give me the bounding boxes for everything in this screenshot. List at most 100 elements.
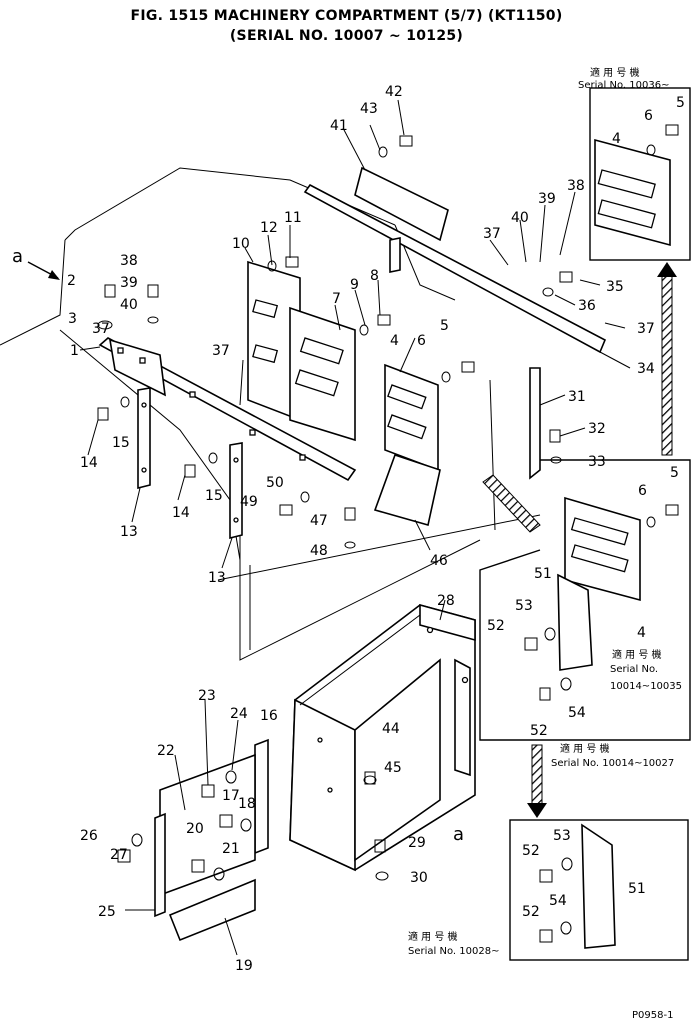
callout-48: 48	[310, 543, 328, 559]
callout-14a: 14	[80, 455, 98, 471]
callout-30: 30	[410, 870, 428, 886]
bracket-part-31	[529, 367, 541, 480]
callout-7: 7	[332, 291, 341, 307]
callout-6: 6	[417, 333, 426, 349]
callout-49: 49	[240, 494, 258, 510]
serial-note-arrow: Serial No. 10014~10027	[551, 758, 674, 769]
top-plate-part-41	[354, 166, 449, 242]
serial-captions: 適 用 号 機 Serial No. 10036~ 適 用 号 機 Serial…	[408, 66, 682, 1020]
strip-part-13b	[229, 442, 243, 540]
view-arrow-a	[27, 261, 60, 280]
strip-part-13a	[137, 387, 151, 490]
callout-14b: 14	[172, 505, 190, 521]
callout-34: 34	[637, 361, 655, 377]
callout-54a: 54	[568, 705, 586, 721]
side-panel-part-7	[289, 306, 356, 442]
callout-4-inset-mid: 4	[637, 625, 646, 641]
callout-26: 26	[80, 828, 98, 844]
callout-41: 41	[330, 118, 348, 134]
callout-46: 46	[430, 553, 448, 569]
bracket-rail-part	[98, 337, 357, 482]
callout-39a: 39	[120, 275, 138, 291]
callout-53b: 53	[553, 828, 571, 844]
inset-box-serial-10036	[589, 87, 691, 261]
callout-15a: 15	[112, 435, 130, 451]
callout-37d: 37	[637, 321, 655, 337]
hatched-arrow-diag	[482, 474, 541, 533]
callout-4: 4	[390, 333, 399, 349]
view-marker-a-bottom: a	[453, 824, 464, 845]
callout-40a: 40	[120, 297, 138, 313]
inset-box-serial-10014-10035	[479, 459, 691, 741]
callout-25: 25	[98, 904, 116, 920]
serial-note-bottom: Serial No. 10028~	[408, 946, 499, 957]
leader-lines	[79, 99, 631, 956]
callout-8: 8	[370, 268, 379, 284]
panel-part-46	[373, 453, 441, 527]
callout-1: 1	[70, 343, 79, 359]
callout-11: 11	[284, 210, 302, 226]
serial-note-jp-top: 適 用 号 機	[590, 66, 640, 79]
fastener-group	[97, 124, 679, 943]
callout-4-inset-top: 4	[612, 131, 621, 147]
serial-note-top: Serial No. 10036~	[578, 80, 669, 91]
callout-31: 31	[568, 389, 586, 405]
callout-12: 12	[260, 220, 278, 236]
callout-29: 29	[408, 835, 426, 851]
callout-38a: 38	[120, 253, 138, 269]
page-reference: P0958-1	[632, 1010, 673, 1020]
callout-21: 21	[222, 841, 240, 857]
hatched-arrow-up	[657, 262, 677, 456]
panel-part-16	[254, 738, 269, 855]
callout-5-inset-mid: 5	[670, 465, 679, 481]
callout-40b: 40	[511, 210, 529, 226]
callout-50: 50	[266, 475, 284, 491]
serial-note-jp-arrow: 適 用 号 機	[560, 742, 610, 755]
figure-title: FIG. 1515 MACHINERY COMPARTMENT (5/7) (K…	[130, 8, 563, 24]
callout-52b: 52	[530, 723, 548, 739]
serial-note-mid-range: 10014~10035	[610, 681, 682, 692]
callout-18: 18	[238, 796, 256, 812]
callout-13a: 13	[120, 524, 138, 540]
callout-6-inset-mid: 6	[638, 483, 647, 499]
callout-53a: 53	[515, 598, 533, 614]
callout-51b: 51	[628, 881, 646, 897]
serial-note-jp-bottom: 適 用 号 機	[408, 930, 458, 943]
serial-note-mid-label: Serial No.	[610, 664, 658, 675]
callout-28: 28	[437, 593, 455, 609]
callout-2: 2	[67, 273, 76, 289]
main-frame-part-28	[289, 603, 476, 872]
callout-23: 23	[198, 688, 216, 704]
callout-16: 16	[260, 708, 278, 724]
callout-44: 44	[382, 721, 400, 737]
callout-35: 35	[606, 279, 624, 295]
callout-37b: 37	[212, 343, 230, 359]
callout-37c: 37	[483, 226, 501, 242]
callout-6-inset-top: 6	[644, 108, 653, 124]
panel-part-25	[154, 812, 166, 918]
hatched-arrow-down	[527, 744, 547, 818]
callout-47: 47	[310, 513, 328, 529]
panel-part-19	[168, 878, 256, 942]
callout-36: 36	[578, 298, 596, 314]
callout-37a: 37	[92, 321, 110, 337]
callout-5-inset-top: 5	[676, 95, 685, 111]
callout-5: 5	[440, 318, 449, 334]
callout-13b: 13	[208, 570, 226, 586]
callout-27: 27	[110, 847, 128, 863]
callout-22: 22	[157, 743, 175, 759]
callout-52d: 52	[522, 904, 540, 920]
callout-numbers: 1 2 3 4 4 4 5 5 5 6 6 6 7 8 9 10 11 12 1…	[12, 84, 685, 974]
compartment-outline	[0, 167, 541, 661]
view-marker-a-left: a	[12, 246, 23, 267]
serial-note-jp-mid: 適 用 号 機	[612, 648, 662, 661]
callout-52a: 52	[487, 618, 505, 634]
callout-19: 19	[235, 958, 253, 974]
rail-part-34	[303, 183, 607, 354]
callout-9: 9	[350, 277, 359, 293]
callout-10: 10	[232, 236, 250, 252]
callout-32: 32	[588, 421, 606, 437]
callout-43: 43	[360, 101, 378, 117]
callout-54b: 54	[549, 893, 567, 909]
